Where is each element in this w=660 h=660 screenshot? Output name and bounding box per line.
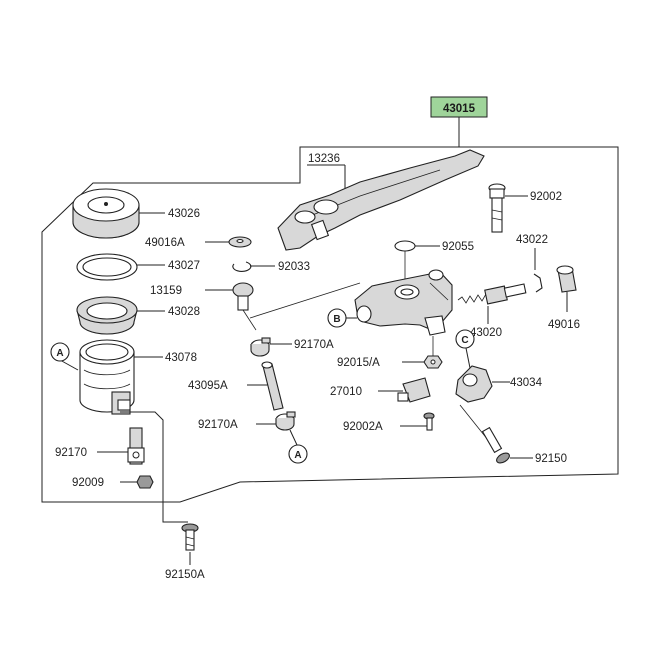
assembly-number: 43015 [443, 103, 476, 115]
circlip-92033[interactable] [232, 261, 252, 272]
label-92170: 92170 [55, 447, 87, 459]
piston-assembly[interactable] [457, 283, 527, 305]
assembly-badge[interactable]: 43015 [430, 96, 488, 118]
reservoir-hose[interactable] [261, 361, 284, 411]
label-92150A: 92150A [165, 569, 205, 581]
label-13236: 13236 [308, 153, 340, 165]
o-ring-92055[interactable] [394, 240, 416, 252]
label-92002A: 92002A [343, 421, 383, 433]
label-43020: 43020 [470, 327, 502, 339]
circlip-43022[interactable] [533, 273, 543, 293]
callout-b-letter: B [333, 314, 340, 325]
callout-a-bottom[interactable]: A [288, 444, 308, 464]
callout-c[interactable]: C [455, 329, 475, 349]
washer-49016A[interactable] [228, 236, 252, 248]
reservoir-cap[interactable] [72, 188, 140, 239]
label-43027: 43027 [168, 260, 200, 272]
nut-92015A[interactable] [423, 355, 443, 369]
callout-c-letter: C [461, 335, 468, 346]
callout-a-top[interactable]: A [50, 342, 70, 362]
callout-a-top-letter: A [56, 348, 63, 359]
label-43026: 43026 [168, 208, 200, 220]
hose-clamp-upper[interactable] [250, 337, 271, 357]
bolt-92002[interactable] [488, 183, 506, 233]
dust-boot-49016[interactable] [556, 265, 577, 293]
label-92015A: 92015/A [337, 357, 380, 369]
label-49016: 49016 [548, 319, 580, 331]
label-92170A-lower: 92170A [198, 419, 238, 431]
reservoir-bracket[interactable] [127, 427, 145, 465]
label-43034: 43034 [510, 377, 543, 389]
label-92033: 92033 [278, 261, 310, 273]
screw-92150A[interactable] [181, 523, 199, 551]
bolt-92150[interactable] [481, 426, 512, 465]
label-92002: 92002 [530, 191, 562, 203]
callout-a-bottom-letter: A [294, 450, 301, 461]
brake-lever[interactable] [277, 149, 485, 251]
screw-92002A[interactable] [423, 412, 435, 431]
diaphragm-plate[interactable] [76, 253, 138, 281]
label-43078: 43078 [165, 352, 197, 364]
label-43022: 43022 [516, 234, 548, 246]
callout-b[interactable]: B [327, 308, 347, 328]
hose-fitting[interactable] [232, 282, 257, 331]
label-49016A: 49016A [145, 237, 185, 249]
diaphragm[interactable] [76, 296, 138, 335]
label-13159: 13159 [150, 285, 182, 297]
nut-92009[interactable] [136, 475, 154, 489]
hose-clamp-lower[interactable] [275, 411, 296, 431]
assembly-frame [41, 146, 619, 503]
reservoir-body[interactable] [79, 339, 135, 415]
master-cylinder[interactable] [354, 269, 453, 336]
label-43095A: 43095A [188, 380, 228, 392]
label-92150: 92150 [535, 453, 567, 465]
label-27010: 27010 [330, 386, 362, 398]
label-43028: 43028 [168, 306, 200, 318]
brake-light-switch[interactable] [397, 377, 431, 403]
label-92170A-upper: 92170A [294, 339, 334, 351]
label-92009: 92009 [72, 477, 104, 489]
holder-clamp[interactable] [455, 365, 493, 403]
label-92055: 92055 [442, 241, 474, 253]
